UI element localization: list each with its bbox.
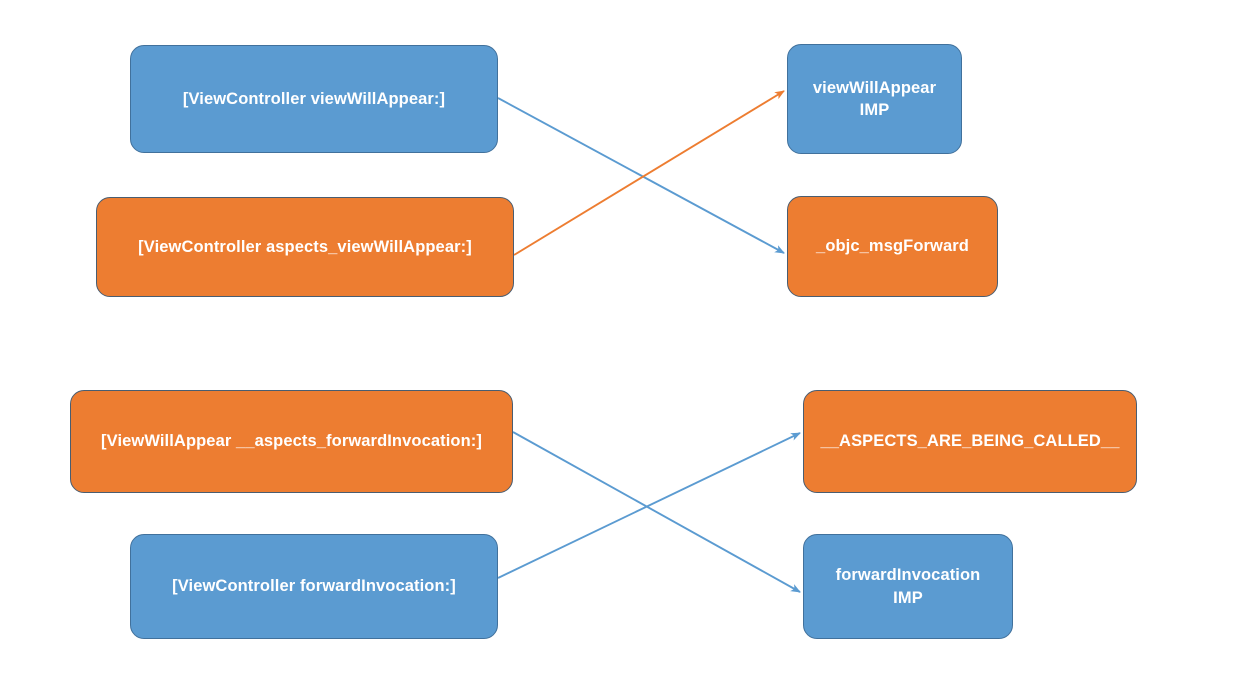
node-viewwillappear-imp[interactable]: viewWillAppear IMP xyxy=(787,44,962,154)
node-vc-forwardinvocation[interactable]: [ViewController forwardInvocation:] xyxy=(130,534,498,639)
edge-aspectsfwd-to-imp xyxy=(512,431,801,593)
node-vwa-aspects-forwardinvocation[interactable]: [ViewWillAppear __aspects_forwardInvocat… xyxy=(70,390,513,493)
edge-viewwillappear-to-msgforward xyxy=(497,97,785,254)
edge-group-bottom xyxy=(497,431,801,593)
edge-aspects-to-imp xyxy=(513,90,785,256)
node-forwardinvocation-imp[interactable]: forwardInvocation IMP xyxy=(803,534,1013,639)
node-objc-msgforward[interactable]: _objc_msgForward xyxy=(787,196,998,297)
node-vc-aspects-viewwillappear[interactable]: [ViewController aspects_viewWillAppear:] xyxy=(96,197,514,297)
edge-group-top xyxy=(497,90,785,256)
edge-forwardinvocation-to-called xyxy=(497,432,801,579)
node-aspects-are-being-called[interactable]: __ASPECTS_ARE_BEING_CALLED__ xyxy=(803,390,1137,493)
node-vc-viewwillappear[interactable]: [ViewController viewWillAppear:] xyxy=(130,45,498,153)
